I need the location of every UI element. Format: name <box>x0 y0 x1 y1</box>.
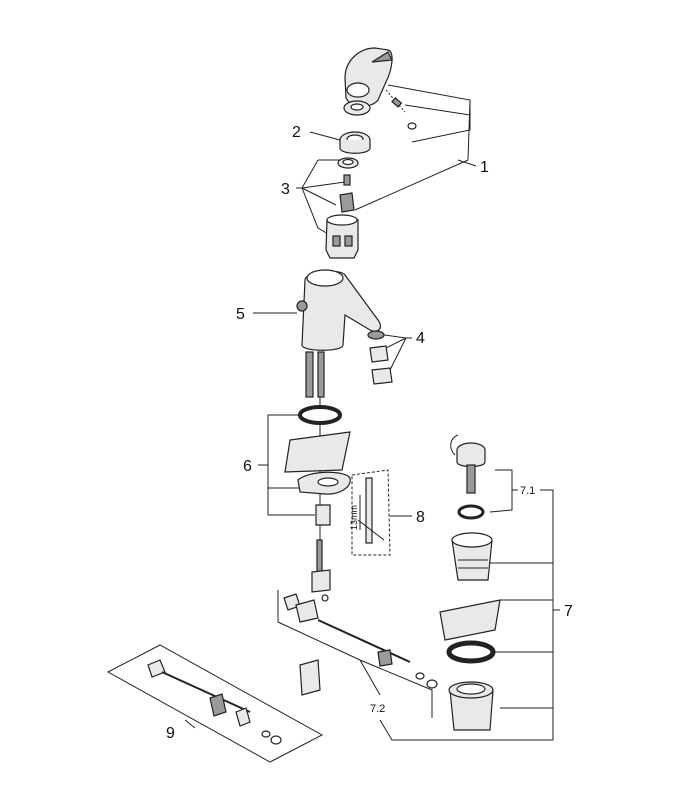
mounting-set <box>284 405 351 576</box>
popup-rod-set <box>283 569 438 696</box>
callout-7: 7 <box>564 603 573 620</box>
tool-box: 13mm <box>349 469 391 556</box>
waste-set <box>439 434 501 731</box>
callout-6: 6 <box>243 458 252 475</box>
aerator-set <box>367 330 393 385</box>
callout-7-1: 7.1 <box>520 485 535 497</box>
callout-9: 9 <box>166 725 175 742</box>
callout-labels: 1 2 3 4 5 6 7 7.1 7.2 8 9 <box>166 124 573 742</box>
handle-screw <box>385 89 417 130</box>
callout-5: 5 <box>236 306 245 323</box>
cartridge-set <box>325 157 359 259</box>
hose-set <box>147 659 282 745</box>
leader-lines <box>106 84 560 763</box>
callout-4: 4 <box>416 330 425 347</box>
callout-8: 8 <box>416 509 425 526</box>
callout-2: 2 <box>292 124 301 141</box>
callout-7-2: 7.2 <box>370 703 385 715</box>
callout-3: 3 <box>281 181 290 198</box>
faucet-body <box>296 269 382 415</box>
cap-ring <box>339 100 371 154</box>
tool-dimension-label: 13mm <box>349 505 359 530</box>
lever-handle <box>344 47 393 108</box>
callout-1: 1 <box>480 159 489 176</box>
